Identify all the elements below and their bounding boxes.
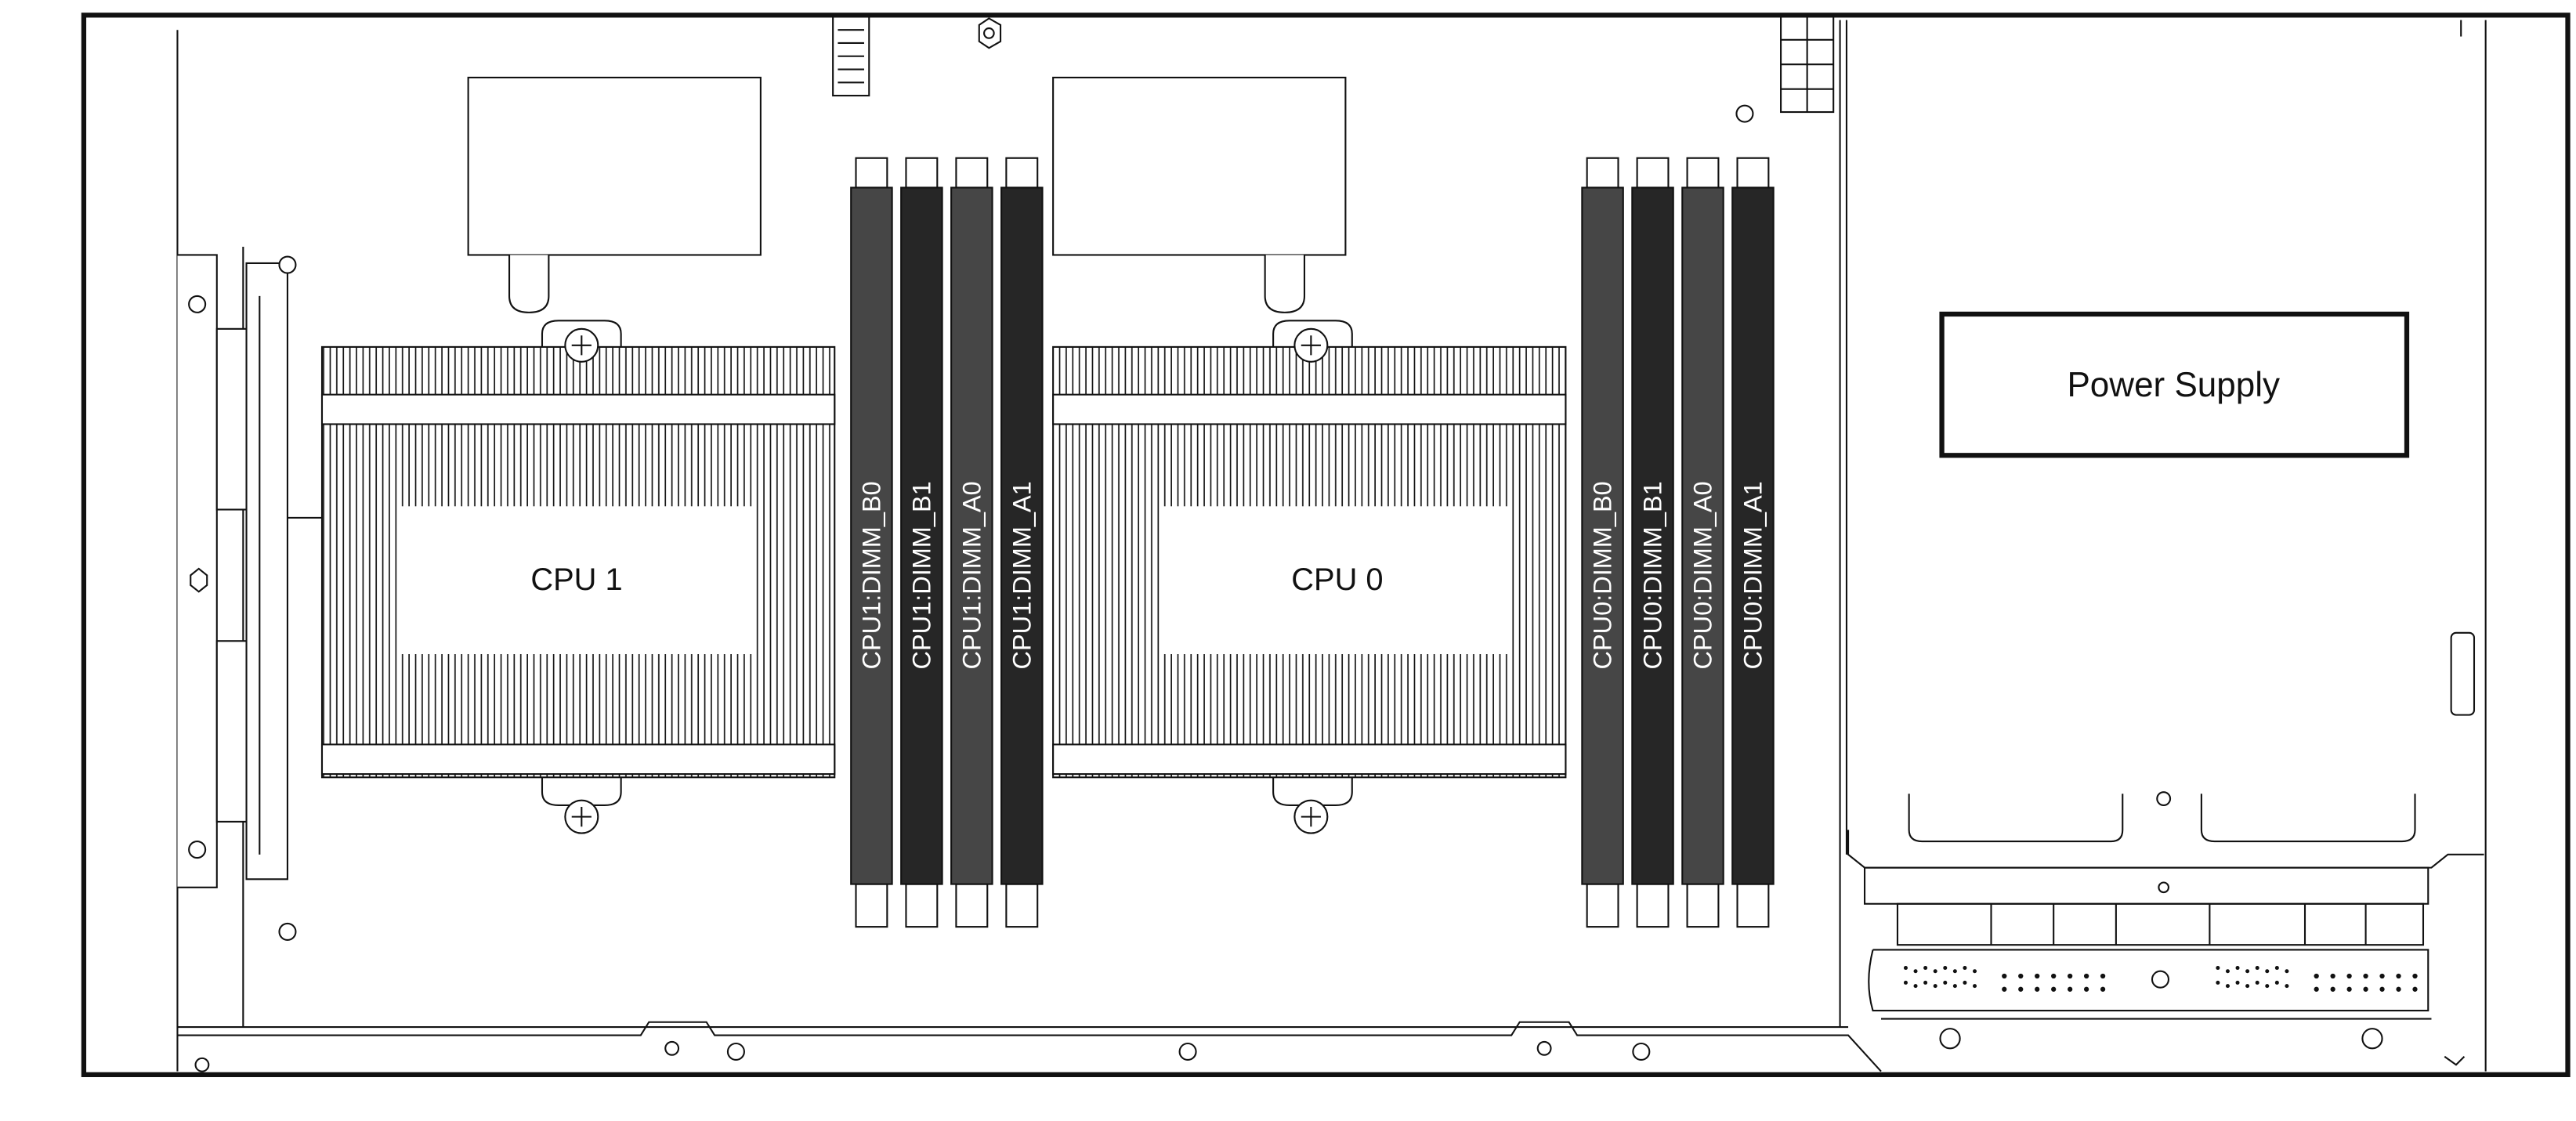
dimm-label: CPU1:DIMM_B1 — [907, 481, 935, 669]
power-supply-bay — [1847, 20, 2487, 1072]
cpu1-label: CPU 1 — [530, 562, 622, 597]
cpu0-heatsink — [1052, 76, 1567, 834]
psu-vent-dots — [1903, 966, 2418, 992]
dimm-slot: CPU0:DIMM_A1 — [1731, 157, 1775, 928]
power-supply-box — [1939, 311, 2410, 458]
dimm-slot: CPU0:DIMM_B1 — [1631, 157, 1674, 928]
dimm-latch-top — [855, 157, 888, 189]
dimm-latch-top — [1736, 157, 1770, 189]
dimm-latch-bottom — [1636, 883, 1670, 928]
dimm-latch-bottom — [905, 883, 939, 928]
dimm-label: CPU1:DIMM_A0 — [957, 481, 986, 669]
dimm-slot: CPU0:DIMM_A0 — [1681, 157, 1724, 928]
left-io-connectors — [177, 254, 323, 888]
dimm-slots: CPU1:DIMM_B0 CPU1:DIMM_B1 CPU1:DIMM_A0 CPU1… — [850, 157, 1775, 928]
dimm-module — [1581, 186, 1624, 885]
dimm-latch-top — [1586, 157, 1619, 189]
dimm-latch-bottom — [1586, 883, 1619, 928]
dimm-module — [1631, 186, 1674, 885]
dimm-slot: CPU1:DIMM_A0 — [950, 157, 993, 928]
dimm-label: CPU1:DIMM_B0 — [857, 481, 885, 669]
dimm-module — [1731, 186, 1775, 885]
dimm-slot: CPU1:DIMM_B0 — [850, 157, 893, 928]
dimm-latch-bottom — [1005, 883, 1039, 928]
dimm-latch-top — [955, 157, 989, 189]
dimm-module — [950, 186, 993, 885]
dimm-latch-bottom — [955, 883, 989, 928]
dimm-label: CPU0:DIMM_A1 — [1738, 481, 1767, 669]
dimm-latch-bottom — [1736, 883, 1770, 928]
dimm-label: CPU0:DIMM_A0 — [1688, 481, 1717, 669]
dimm-module — [1000, 186, 1044, 885]
power-supply-label: Power Supply — [2067, 366, 2280, 404]
dimm-module — [1681, 186, 1724, 885]
dimm-latch-bottom — [855, 883, 888, 928]
dimm-label: CPU1:DIMM_A1 — [1008, 481, 1036, 669]
dimm-module — [900, 186, 943, 885]
dimm-latch-top — [1005, 157, 1039, 189]
dimm-label: CPU0:DIMM_B1 — [1639, 481, 1667, 669]
cpu1-heatsink — [320, 76, 836, 834]
dimm-slot: CPU0:DIMM_B0 — [1581, 157, 1624, 928]
dimm-label: CPU0:DIMM_B0 — [1589, 481, 1617, 669]
dimm-slot: CPU1:DIMM_B1 — [900, 157, 943, 928]
dimm-latch-top — [905, 157, 939, 189]
dimm-latch-top — [1636, 157, 1670, 189]
dimm-slot: CPU1:DIMM_A1 — [1000, 157, 1044, 928]
dimm-latch-top — [1686, 157, 1720, 189]
dimm-latch-bottom — [1686, 883, 1720, 928]
dimm-module — [850, 186, 893, 885]
cpu0-label: CPU 0 — [1291, 562, 1383, 597]
